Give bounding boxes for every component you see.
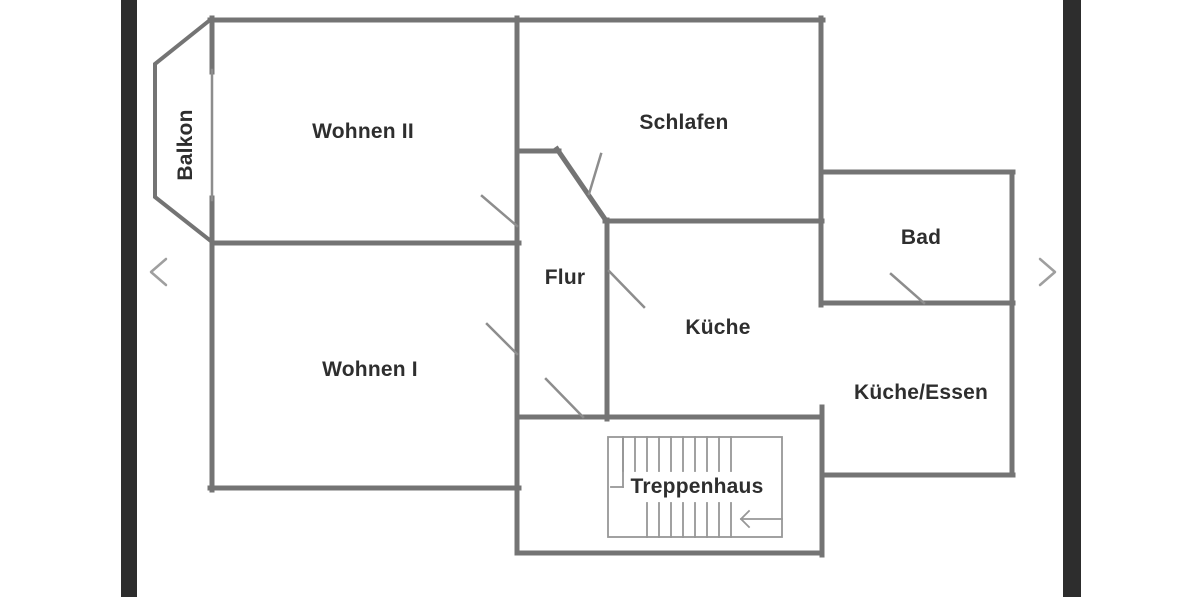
door-swing-wohnen2 (480, 194, 519, 228)
room-label-wohnen1: Wohnen I (322, 358, 418, 381)
chevron-left-icon[interactable] (149, 257, 168, 287)
room-label-schlafen: Schlafen (639, 111, 728, 134)
door-swing-wohnen1 (485, 322, 519, 356)
room-label-wohnen2: Wohnen II (312, 120, 414, 143)
staircase (607, 436, 783, 538)
walls (153, 15, 1016, 558)
room-label-balkon: Balkon (174, 109, 197, 180)
door-swing-bad (889, 272, 926, 305)
right-photo-edge-bar (1063, 0, 1081, 597)
room-label-kueche-essen: Küche/Essen (854, 381, 988, 404)
room-label-kueche: Küche (685, 316, 750, 339)
room-labels: Balkon Wohnen II Schlafen Flur Wohnen I … (174, 109, 988, 498)
room-label-bad: Bad (901, 226, 941, 249)
room-label-treppenhaus: Treppenhaus (631, 475, 764, 498)
thin-lines (210, 68, 926, 419)
balcony-outline (153, 17, 215, 245)
chevron-right-icon[interactable] (1038, 257, 1057, 287)
door-swing-treppenhaus (544, 377, 585, 419)
door-swing-kueche (607, 269, 646, 309)
door-swing-schlafen (587, 152, 603, 196)
room-label-flur: Flur (545, 266, 585, 289)
left-photo-edge-bar (121, 0, 137, 597)
wall-flur-diagonal (553, 145, 611, 226)
stair-arrow-head-icon (739, 509, 751, 529)
